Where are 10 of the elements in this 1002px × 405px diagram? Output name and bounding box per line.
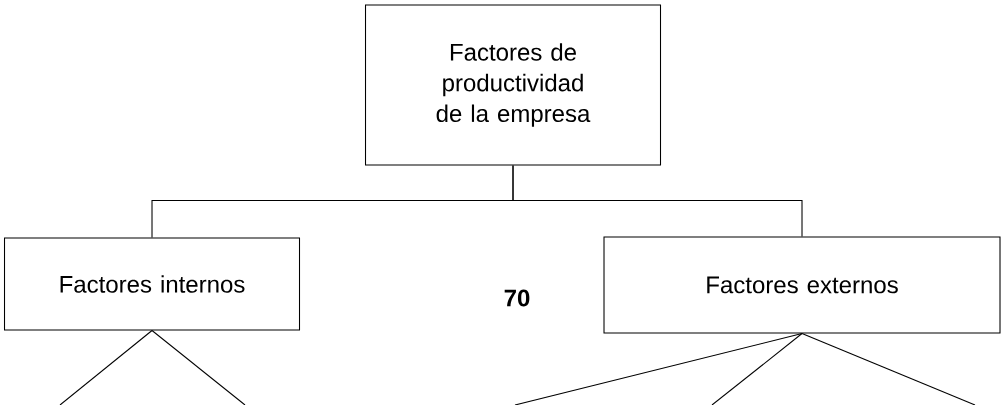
connector-line [711,333,803,405]
connector-line [59,330,153,405]
text-box: Factores de productividad de la empresa [364,4,662,166]
page-number: 70 [504,289,530,307]
text-box: Factores internos [3,237,301,331]
connector-line [514,333,803,405]
connector-line [512,165,803,237]
text-box: Factores externos [603,236,1001,334]
connector-line [151,330,246,405]
connector-line [801,333,976,405]
